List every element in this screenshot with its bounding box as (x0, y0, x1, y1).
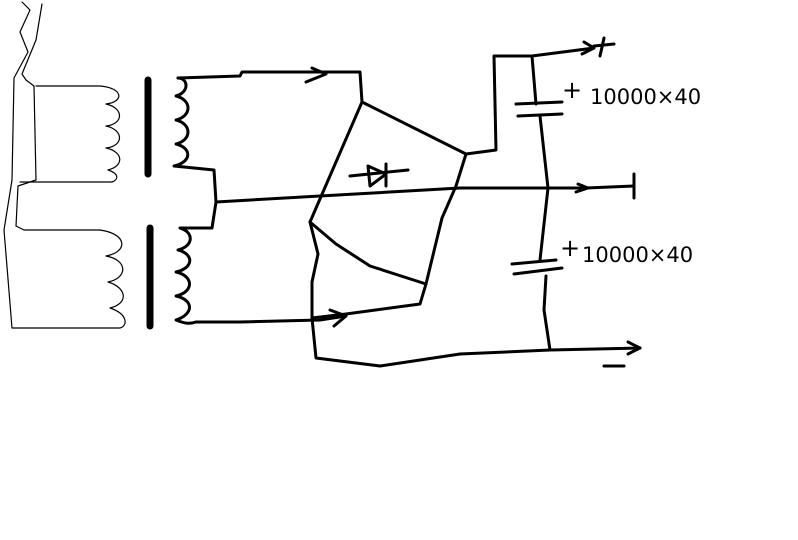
cap-bottom-lead (538, 186, 552, 352)
cap-bottom-plate-1 (510, 258, 558, 266)
secondary-coil-lower (174, 200, 218, 325)
secondary-coil-upper (172, 76, 218, 204)
positive-arrow (580, 40, 596, 56)
cap-top-plate-2 (516, 112, 564, 118)
cap-top-lead (530, 54, 550, 190)
primary-coil-upper (99, 85, 121, 183)
positive-terminal-cross (592, 42, 616, 48)
mains-lead-inner (15, 3, 101, 231)
positive-rail (464, 46, 596, 156)
negative-rail (310, 316, 642, 368)
cap-top-plus: + (562, 76, 582, 104)
upper-lead-arrow (304, 66, 328, 84)
cap-bottom-plus: + (560, 234, 580, 262)
negative-arrow (626, 340, 642, 356)
cap-bottom-plate-2 (512, 266, 564, 276)
lower-lead-arrow (328, 308, 348, 328)
cap-top-plate-1 (514, 100, 564, 106)
cap-bottom-label: 10000×40 (582, 243, 693, 267)
primary-side (3, 1, 126, 329)
bridge-inner-diagonal (308, 220, 428, 286)
positive-terminal (598, 36, 606, 58)
cap-top-label: 10000×40 (590, 85, 701, 109)
output-negative-label: – (606, 352, 618, 380)
bridge-rectifier (308, 100, 468, 320)
output-positive-label: + (596, 34, 616, 62)
upper-lead (176, 70, 364, 104)
mains-lead-top (3, 1, 121, 329)
diode-symbol (348, 162, 410, 188)
lower-lead (194, 314, 348, 324)
primary-coil-lower (99, 229, 126, 329)
center-tap-wire (214, 184, 636, 204)
center-arrow (574, 182, 590, 194)
